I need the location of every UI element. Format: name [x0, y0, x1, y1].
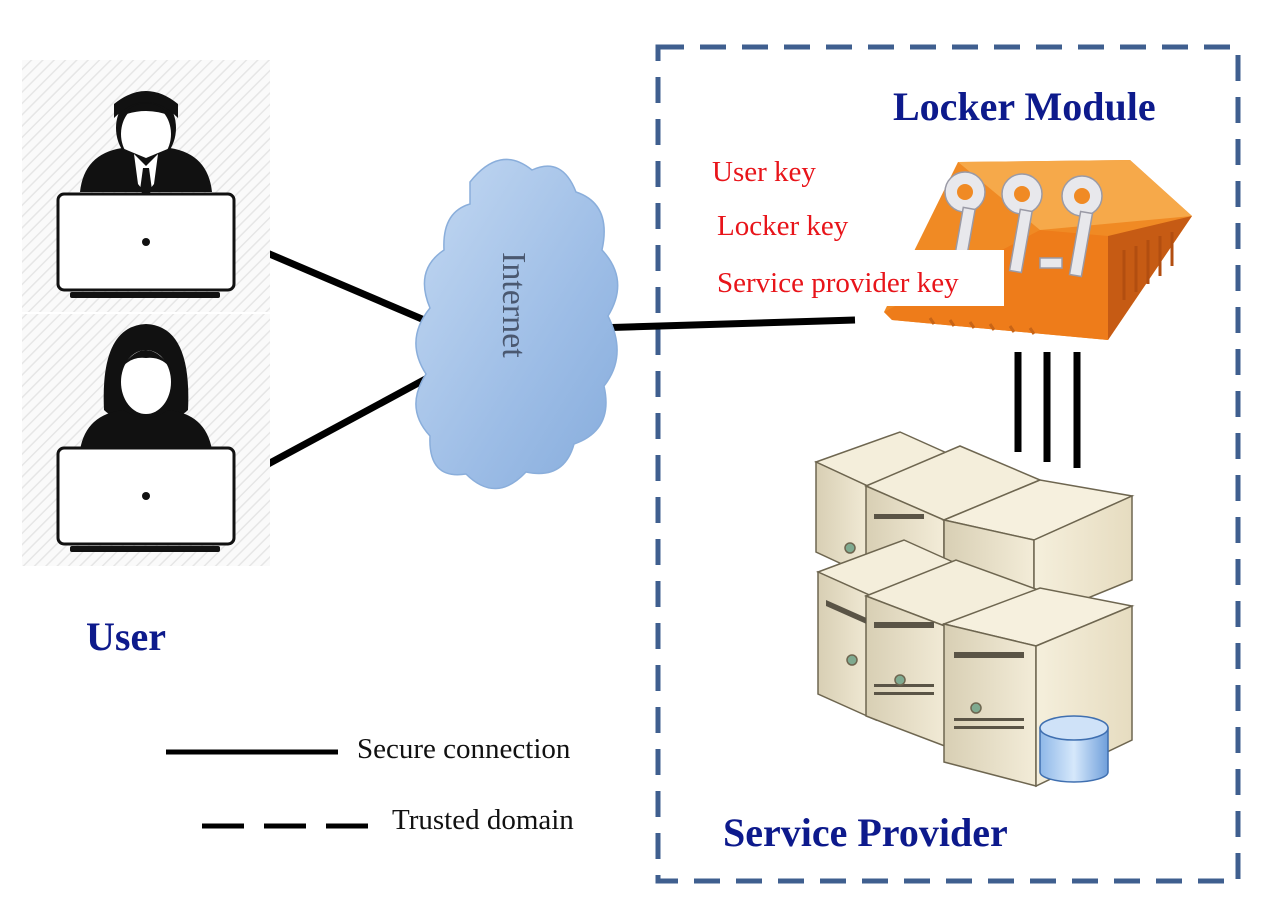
- legend: Secure connection Trusted domain: [166, 733, 574, 836]
- user-key-label: User key: [712, 156, 816, 188]
- internet-cloud-icon: Internet: [415, 158, 619, 490]
- keys-label-backing: [706, 250, 1004, 306]
- internet-label: Internet: [495, 252, 532, 358]
- database-cylinder-icon: [1039, 715, 1109, 783]
- legend-secure-connection: Secure connection: [357, 733, 571, 765]
- locker-module-title: Locker Module: [893, 84, 1156, 129]
- service-provider-key-label: Service provider key: [717, 267, 959, 299]
- locker-key-label: Locker key: [717, 210, 849, 242]
- user-title: User: [86, 614, 166, 659]
- legend-trusted-domain: Trusted domain: [392, 804, 574, 836]
- trusted-domain-boundary: [655, 44, 1241, 884]
- connection-internet-locker: [595, 316, 856, 332]
- male-user-laptop-icon: [22, 60, 270, 312]
- keys-list: User key Locker key Service provider key: [712, 156, 959, 299]
- service-provider-title: Service Provider: [723, 810, 1008, 855]
- female-user-laptop-icon: [22, 314, 270, 566]
